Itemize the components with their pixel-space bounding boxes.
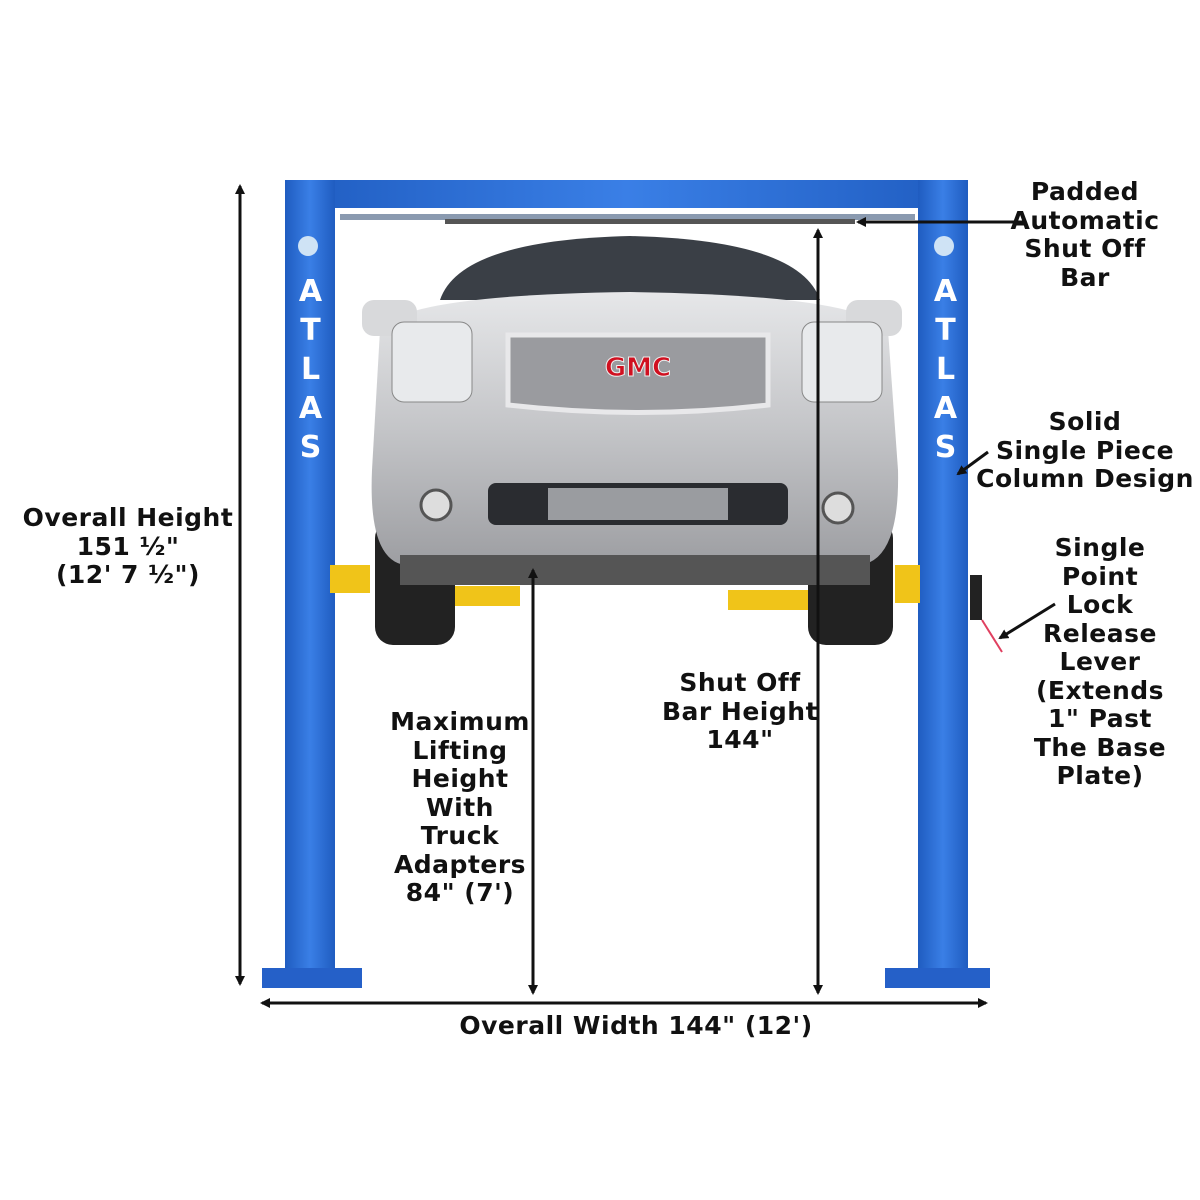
lock-release-lever: [970, 575, 982, 620]
left-column-brand: ATLAS: [285, 274, 335, 469]
brand-text: ATLAS: [293, 274, 328, 469]
column-pointer-arrow: [956, 450, 989, 476]
left-logo: [298, 236, 318, 256]
overall-width-label: Overall Width 144" (12'): [459, 1011, 813, 1040]
shutoff-bar: [340, 214, 915, 220]
right-base-plate: [885, 968, 990, 988]
lever-pointer-arrow: [998, 602, 1056, 640]
vehicle: GMC: [362, 236, 902, 645]
left-column: [285, 180, 335, 980]
gmc-badge: GMC: [605, 353, 671, 383]
right-logo: [934, 236, 954, 256]
top-beam: [285, 180, 968, 208]
left-base-plate: [262, 968, 362, 988]
right-column: [918, 180, 968, 980]
brand-text: ATLAS: [928, 274, 963, 469]
lift-frame: [262, 180, 1003, 988]
right-column-brand: ATLAS: [920, 274, 970, 469]
lift-arms: [330, 565, 920, 610]
